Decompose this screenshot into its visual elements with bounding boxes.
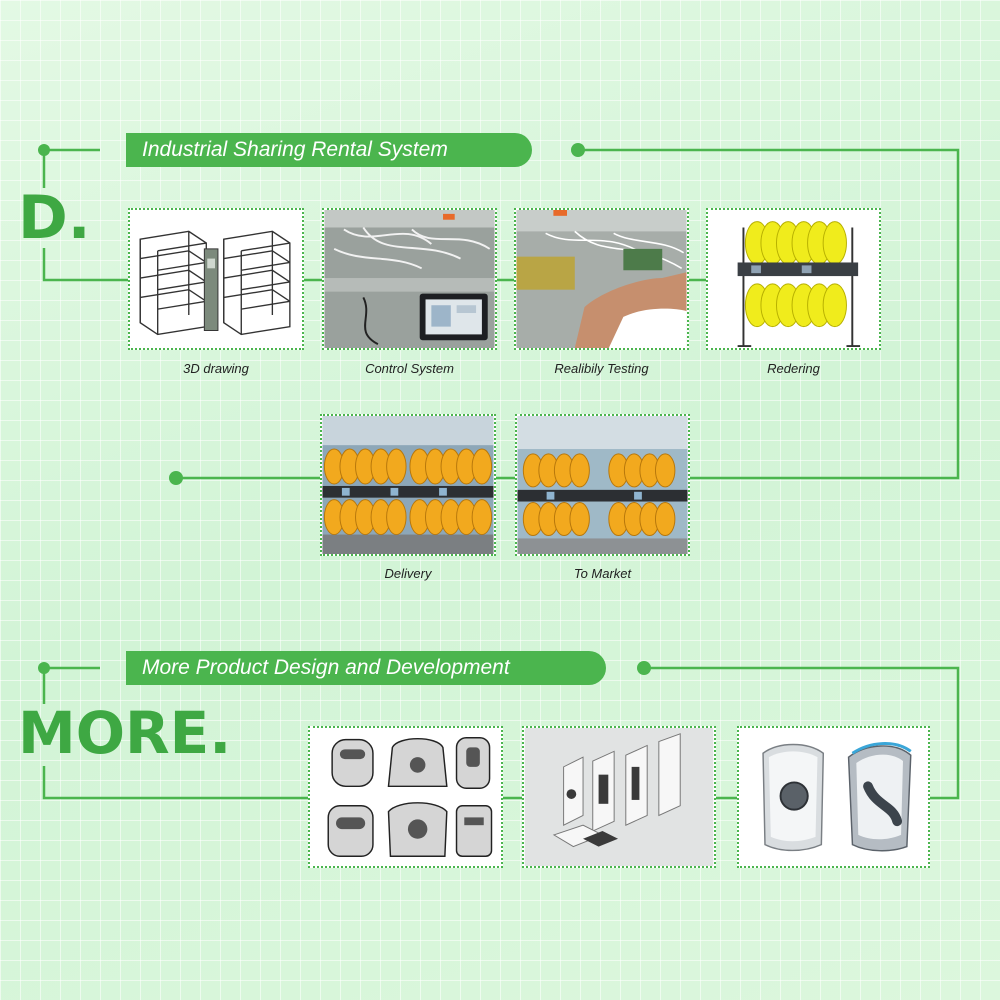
- step-caption: Redering: [767, 361, 820, 376]
- control-panel-wiring-image: [324, 210, 495, 348]
- step-caption: Delivery: [384, 566, 432, 581]
- gallery-tile-purifier-renders: [737, 726, 930, 868]
- step-caption: To Market: [573, 566, 632, 581]
- section-more-heading: MORE.: [18, 699, 232, 767]
- step-tile-reliability-testing: [514, 208, 689, 350]
- appliance-sketches-image: [310, 728, 501, 866]
- exploded-product-image: [524, 728, 714, 866]
- step-tile-control-system: [322, 208, 497, 350]
- step-tile-rendering: [706, 208, 881, 350]
- gallery-tile-exploded-view: [522, 726, 716, 868]
- rack-frame-drawing-image: [130, 210, 302, 348]
- yellow-float-rack-image: [708, 210, 879, 348]
- market-racks-image: [517, 416, 688, 554]
- section-more-title: More Product Design and Development: [126, 651, 606, 685]
- step-tile-delivery: [320, 414, 496, 556]
- section-d-title: Industrial Sharing Rental System: [126, 133, 532, 167]
- step-caption: Control System: [365, 361, 454, 376]
- installed-racks-image: [322, 416, 494, 554]
- step-caption: Realibily Testing: [554, 361, 649, 376]
- step-caption: 3D drawing: [183, 361, 249, 376]
- air-purifier-renders-image: [739, 728, 928, 866]
- section-d-heading: D.: [18, 183, 91, 253]
- technician-testing-image: [516, 210, 687, 348]
- gallery-tile-appliance-sketches: [308, 726, 503, 868]
- step-tile-to-market: [515, 414, 690, 556]
- step-tile-3d-drawing: [128, 208, 304, 350]
